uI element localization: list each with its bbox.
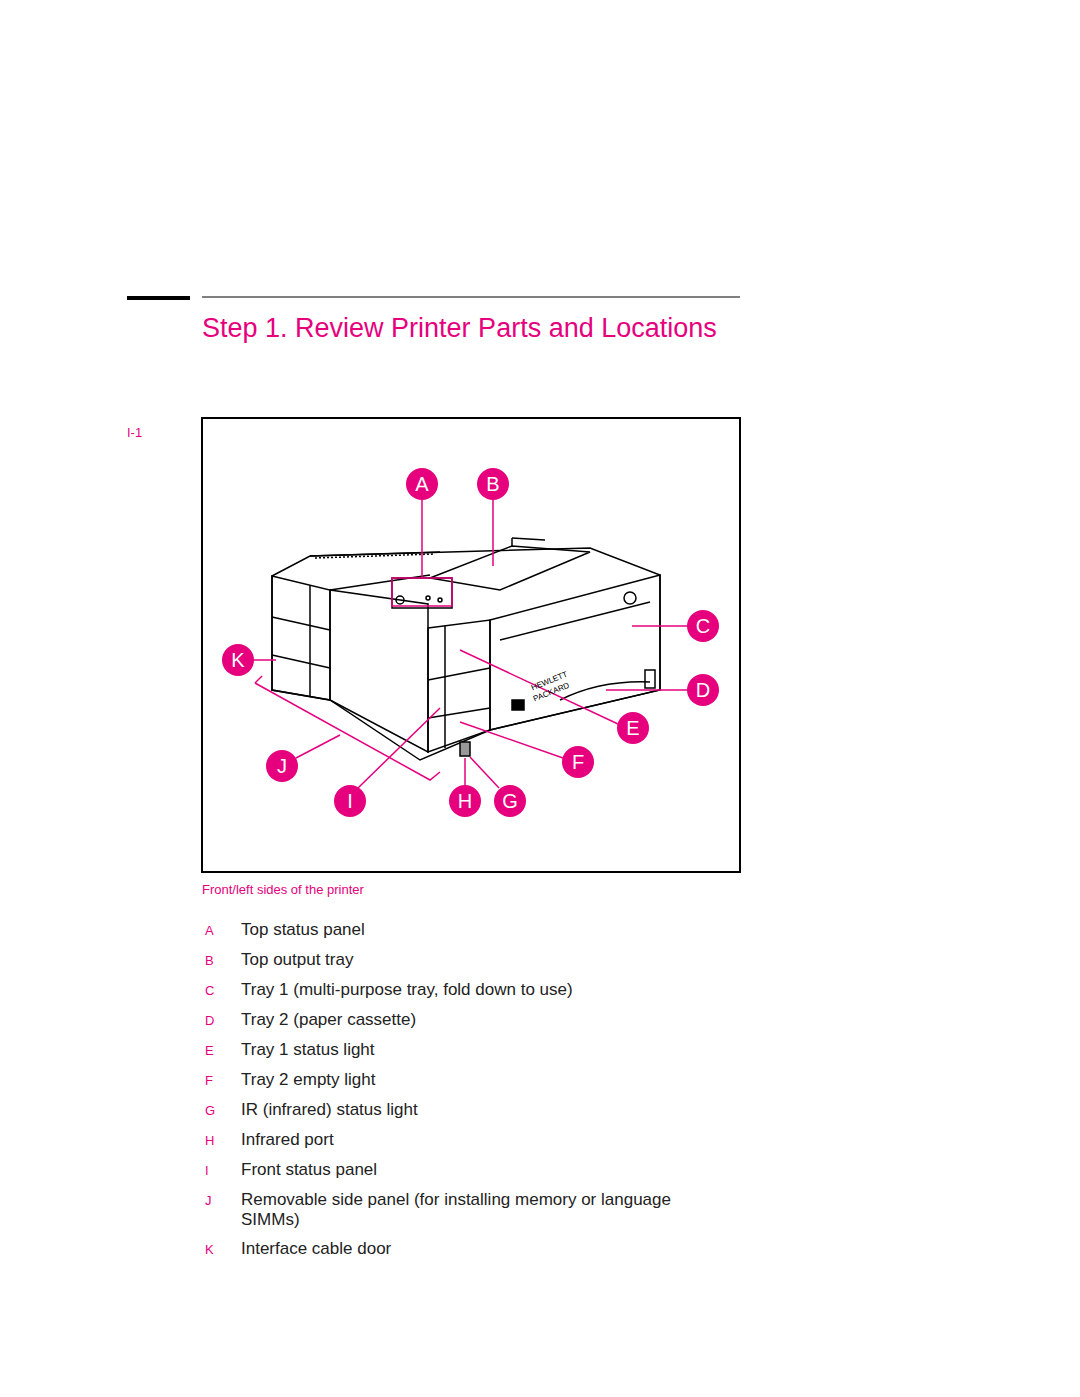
- callout-letter: D: [696, 679, 710, 702]
- list-letter: B: [205, 953, 214, 968]
- list-letter: K: [205, 1242, 214, 1257]
- part-description: Top status panel: [241, 920, 365, 940]
- part-description: Tray 2 (paper cassette): [241, 1010, 416, 1030]
- callout-circle: E: [617, 712, 649, 744]
- part-description: Removable side panel (for installing mem…: [241, 1190, 711, 1230]
- callout-letter: C: [696, 615, 710, 638]
- callout-circle: K: [222, 644, 254, 676]
- callout-circle: D: [687, 674, 719, 706]
- callout-circle: F: [562, 746, 594, 778]
- callout-letter: G: [502, 790, 518, 813]
- part-description: Infrared port: [241, 1130, 334, 1150]
- figure-number: I-1: [127, 425, 142, 440]
- part-description: Front status panel: [241, 1160, 377, 1180]
- callout-letter: H: [458, 790, 472, 813]
- callout-circle: G: [494, 785, 526, 817]
- callout-circle: J: [266, 750, 298, 782]
- list-letter: A: [205, 923, 214, 938]
- callout-circle: C: [687, 610, 719, 642]
- callout-letter: A: [415, 473, 428, 496]
- callout-letter: I: [347, 790, 353, 813]
- callout-circle: A: [406, 468, 438, 500]
- list-letter: D: [205, 1013, 214, 1028]
- list-letter: I: [205, 1163, 209, 1178]
- part-description: IR (infrared) status light: [241, 1100, 418, 1120]
- list-letter: E: [205, 1043, 214, 1058]
- callout-circle: B: [477, 468, 509, 500]
- callout-letter: B: [486, 473, 499, 496]
- list-letter: J: [205, 1193, 212, 1208]
- list-letter: F: [205, 1073, 213, 1088]
- callout-letter: K: [231, 649, 244, 672]
- callout-letter: J: [277, 755, 287, 778]
- list-letter: G: [205, 1103, 215, 1118]
- page-title: Step 1. Review Printer Parts and Locatio…: [202, 313, 717, 344]
- part-description: Top output tray: [241, 950, 353, 970]
- list-letter: H: [205, 1133, 214, 1148]
- callout-letter: E: [626, 717, 639, 740]
- callout-circle: I: [334, 785, 366, 817]
- callout-letter: F: [572, 751, 584, 774]
- list-letter: C: [205, 983, 214, 998]
- part-description: Tray 1 status light: [241, 1040, 375, 1060]
- part-description: Tray 2 empty light: [241, 1070, 375, 1090]
- part-description: Tray 1 (multi-purpose tray, fold down to…: [241, 980, 573, 1000]
- figure-caption: Front/left sides of the printer: [202, 882, 364, 897]
- callout-circle: H: [449, 785, 481, 817]
- part-description: Interface cable door: [241, 1239, 391, 1259]
